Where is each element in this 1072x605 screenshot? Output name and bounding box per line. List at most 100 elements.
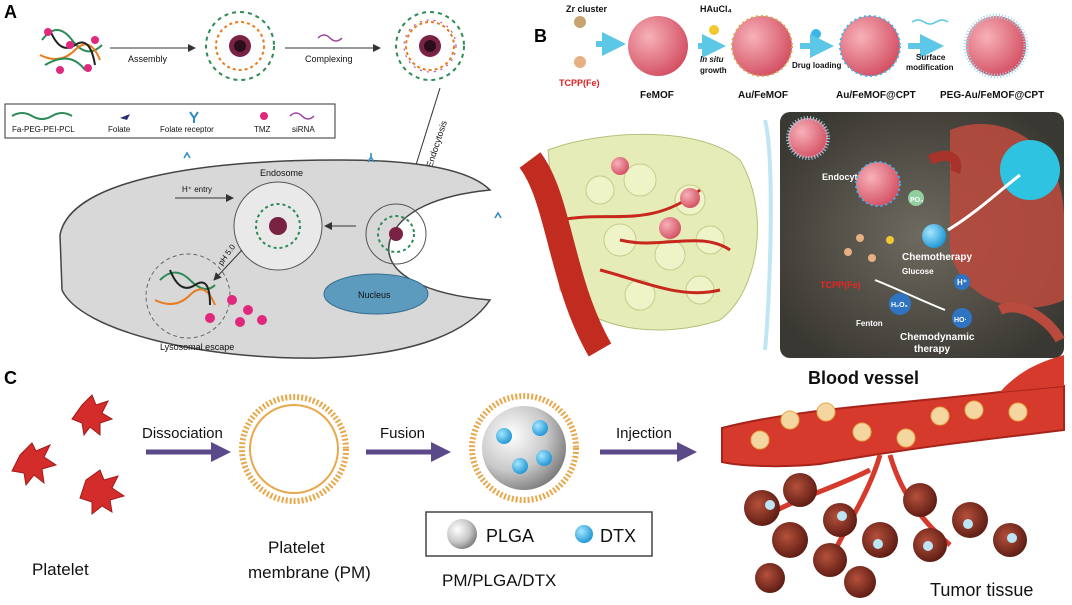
receptor-icon (494, 211, 502, 219)
tcpp-icon (574, 56, 586, 68)
drug-loading-label: Drug loading (792, 61, 841, 70)
cell-interior (780, 112, 1065, 358)
assembly-label: Assembly (128, 54, 168, 64)
tmz-legend-icon (260, 112, 268, 120)
plga-legend-label: PLGA (486, 526, 534, 546)
po4-label: PO₄ (910, 197, 923, 204)
endocytosis-b-label: Endocytosis (822, 172, 876, 182)
h2o2-icon (889, 293, 911, 315)
tcpp-b-label: TCPP(Fe) (820, 280, 861, 290)
ph-arrow (213, 249, 243, 281)
ho-label: HO· (954, 317, 967, 324)
therapy-label: therapy (914, 344, 951, 355)
polymer-legend-icon (11, 112, 73, 120)
pm-plga-dtx-label: PM/PLGA/DTX (442, 571, 556, 590)
internalized-particle (855, 161, 901, 207)
sirna-icon (317, 34, 343, 42)
complexing-label: Complexing (305, 54, 353, 64)
pm-label-1: Platelet (268, 538, 325, 557)
zr-cluster-label: Zr cluster (566, 4, 608, 14)
fenton-arrow (874, 279, 946, 311)
po4-icon (908, 190, 924, 206)
tumor-tissue-b (547, 133, 758, 331)
surface-label: Surface (916, 53, 946, 62)
cpt-icon (811, 29, 821, 39)
legend-box: Fa-PEG-PEI-PCL Folate Folate receptor TM… (4, 103, 336, 139)
dtx-legend-label: DTX (600, 526, 636, 546)
blood-vessel-label: Blood vessel (808, 368, 919, 388)
femof-particle (628, 16, 688, 76)
panel-b-letter: B (534, 26, 547, 46)
circulating-particles (750, 400, 1028, 450)
endosome-label: Endosome (260, 168, 303, 178)
au-femof-cpt-label: Au/FeMOF@CPT (836, 90, 916, 101)
pm-label-2: membrane (PM) (248, 563, 371, 582)
peg-particle (963, 13, 1029, 79)
panel-a-letter: A (4, 2, 17, 22)
in-situ-label: In situ (700, 55, 724, 64)
blood-vessel-c (721, 384, 1065, 468)
endocytic-vesicle (365, 203, 427, 265)
gold-icon (709, 25, 719, 35)
legend-tmz: TMZ (254, 125, 271, 134)
h2o2-label: H₂O₂ (891, 302, 908, 309)
nucleus-b (1000, 140, 1060, 200)
au-femof-particle (731, 15, 793, 77)
modification-label: modification (906, 63, 954, 72)
folate-legend-icon (120, 114, 130, 120)
receptor-icon (367, 153, 375, 163)
tcpp-label: TCPP(Fe) (559, 78, 600, 88)
micelle-sirna-complex (395, 11, 465, 81)
chemo-arrow (947, 173, 1021, 232)
chemotherapy-label: Chemotherapy (902, 252, 972, 263)
haucl4-label: HAuCl₄ (700, 4, 732, 14)
plga-legend-icon (447, 519, 477, 549)
injection-label: Injection (616, 425, 672, 442)
cpt-release-icon (922, 224, 946, 248)
ho-icon (952, 308, 972, 328)
receptor-icon (183, 151, 191, 159)
peg-icon (911, 19, 949, 25)
legend-c: PLGA DTX (425, 511, 653, 557)
au-femof-label: Au/FeMOF (738, 90, 788, 101)
growth-label: growth (700, 66, 727, 75)
blood-vessel-b (519, 152, 612, 357)
tumor-particles (765, 500, 1017, 551)
folate-receptor-icon (189, 111, 199, 123)
platelets (11, 394, 126, 516)
released-polymers (154, 269, 267, 327)
au-femof-cpt-particle (839, 15, 901, 77)
fenton-label: Fenton (856, 319, 883, 328)
pm-plga-dtx-particle (469, 393, 579, 503)
legend-sirna: siRNA (292, 125, 315, 134)
zoom-bracket (763, 119, 773, 351)
platelet-label: Platelet (32, 560, 89, 579)
sirna-legend-icon (289, 112, 315, 120)
hplus-label: H⁺ (957, 278, 967, 287)
released-components (844, 234, 894, 262)
platelet-membrane-vesicle (239, 394, 349, 504)
hplus-icon (954, 274, 970, 290)
polymer-tangle (39, 28, 103, 74)
chemodynamic-label: Chemodynamic (900, 332, 975, 343)
lysosomal-escape-label: Lysosomal escape (160, 342, 234, 352)
dtx-legend-icon (575, 525, 593, 543)
h-entry-label: H⁺ entry (182, 185, 212, 194)
zr-cluster-icon (574, 16, 586, 28)
vessel-branch (1000, 355, 1064, 392)
nucleus-label: Nucleus (358, 290, 391, 300)
panel-c-letter: C (4, 368, 17, 388)
glucose-label: Glucose (902, 267, 934, 276)
legend-folate: Folate (108, 125, 131, 134)
micelle (205, 11, 275, 81)
legend-folate-receptor: Folate receptor (160, 125, 214, 134)
tumor-tissue-label: Tumor tissue (930, 580, 1033, 600)
dissociation-label: Dissociation (142, 425, 223, 442)
femof-label: FeMOF (640, 90, 674, 101)
peg-particle-entering (786, 116, 830, 160)
peg-label: PEG-Au/FeMOF@CPT (940, 90, 1044, 101)
legend-polymer: Fa-PEG-PEI-PCL (12, 125, 75, 134)
fusion-label: Fusion (380, 425, 425, 442)
nucleus (323, 273, 429, 315)
